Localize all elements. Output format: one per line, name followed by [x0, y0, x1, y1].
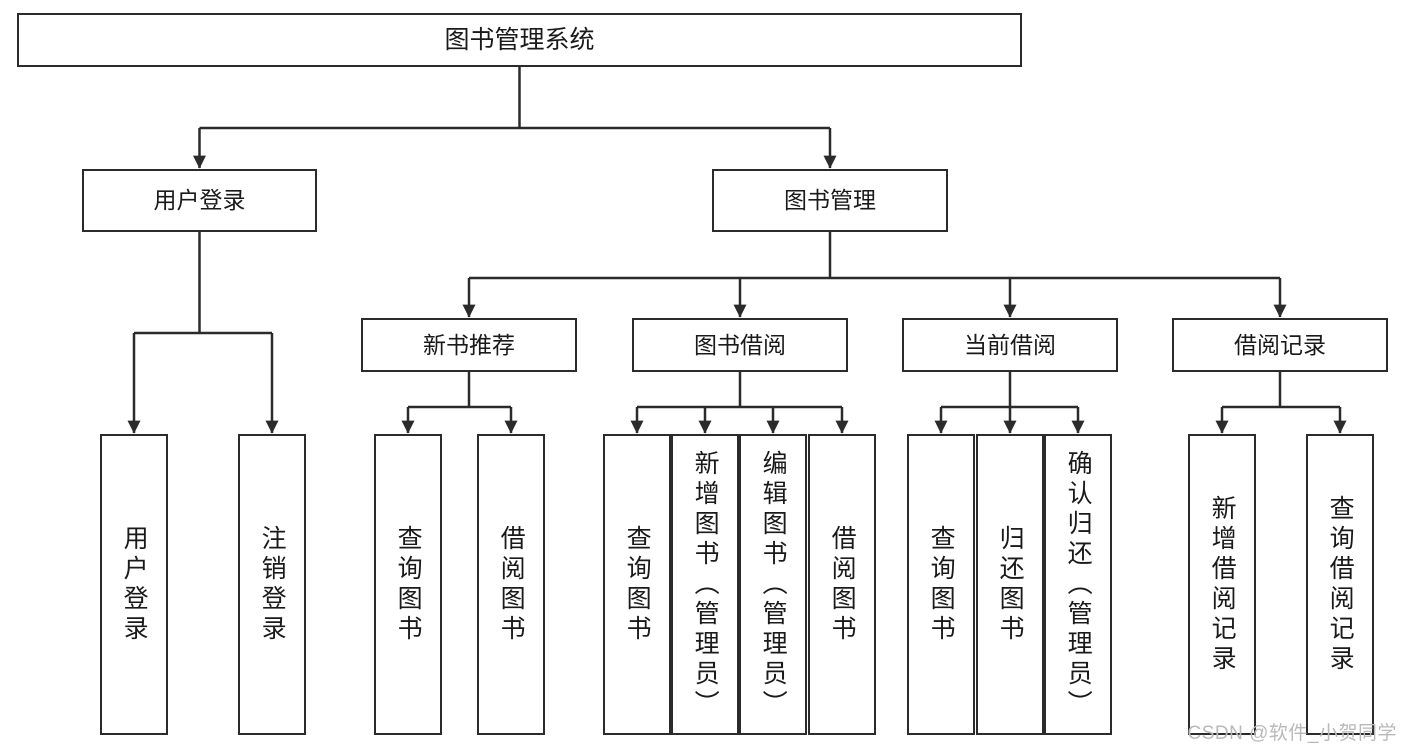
node-leaf-query-book-3[interactable]: 查询图书: [907, 434, 975, 735]
node-current-borrow[interactable]: 当前借阅: [902, 318, 1118, 372]
watermark-text: CSDN @软件_小贺同学: [1187, 723, 1397, 744]
node-leaf-add-record[interactable]: 新增借阅记录: [1188, 434, 1256, 735]
node-label: 借阅图书: [828, 524, 857, 645]
node-borrow-record[interactable]: 借阅记录: [1172, 318, 1388, 372]
node-label: 新书推荐: [423, 331, 515, 358]
node-leaf-borrow-book-1[interactable]: 借阅图书: [477, 434, 545, 735]
node-label: 借阅图书: [497, 524, 526, 645]
node-label: 编辑图书（管理员）: [759, 449, 788, 720]
node-new-book-rec[interactable]: 新书推荐: [361, 318, 577, 372]
node-label: 查询借阅记录: [1326, 494, 1355, 675]
node-leaf-return-book[interactable]: 归还图书: [976, 434, 1044, 735]
node-label: 图书管理: [784, 187, 876, 214]
node-label: 图书管理系统: [444, 25, 595, 54]
node-label: 用户登录: [153, 187, 246, 214]
node-label: 注销登录: [258, 524, 287, 645]
node-label: 当前借阅: [964, 331, 1056, 358]
node-root[interactable]: 图书管理系统: [17, 13, 1022, 67]
node-leaf-add-book[interactable]: 新增图书（管理员）: [671, 434, 739, 735]
node-leaf-query-book-1[interactable]: 查询图书: [374, 434, 442, 735]
node-book-manage[interactable]: 图书管理: [712, 169, 948, 232]
node-leaf-query-book-2[interactable]: 查询图书: [603, 434, 671, 735]
node-leaf-logout[interactable]: 注销登录: [238, 434, 306, 735]
node-label: 归还图书: [996, 524, 1025, 645]
node-book-borrow[interactable]: 图书借阅: [632, 318, 848, 372]
node-label: 确认归还（管理员）: [1064, 449, 1093, 720]
node-label: 查询图书: [623, 524, 652, 645]
node-leaf-query-record[interactable]: 查询借阅记录: [1306, 434, 1374, 735]
node-label: 借阅记录: [1234, 331, 1326, 358]
node-leaf-user-login[interactable]: 用户登录: [100, 434, 168, 735]
node-leaf-edit-book[interactable]: 编辑图书（管理员）: [739, 434, 807, 735]
node-label: 用户登录: [120, 524, 149, 645]
node-label: 查询图书: [927, 524, 956, 645]
node-leaf-borrow-book-2[interactable]: 借阅图书: [808, 434, 876, 735]
node-label: 查询图书: [394, 524, 423, 645]
node-label: 新增图书（管理员）: [691, 449, 720, 720]
node-label: 新增借阅记录: [1208, 494, 1237, 675]
node-leaf-confirm-return[interactable]: 确认归还（管理员）: [1044, 434, 1112, 735]
node-label: 图书借阅: [694, 331, 786, 358]
node-user-login[interactable]: 用户登录: [82, 169, 317, 232]
